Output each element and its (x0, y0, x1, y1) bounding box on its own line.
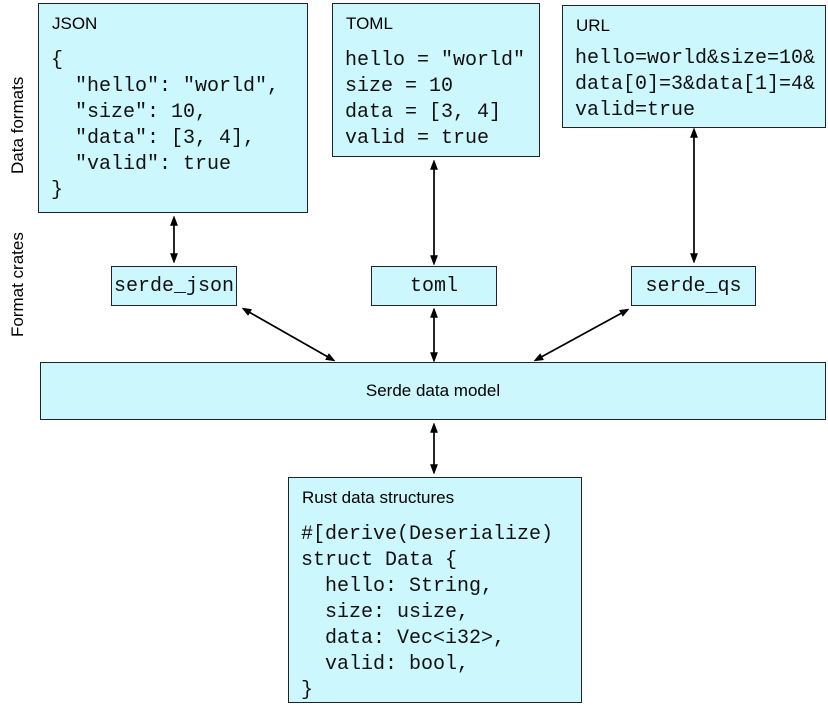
format-box-toml: TOML hello = "world" size = 10 data = [3… (332, 3, 540, 157)
arrow-model-rust (430, 422, 438, 475)
crate-toml-label: toml (409, 274, 458, 298)
toml-code-sample: hello = "world" size = 10 data = [3, 4] … (345, 49, 526, 150)
format-box-json: JSON { "hello": "world", "size": 10, "da… (38, 3, 308, 213)
crate-box-serde-qs: serde_qs (631, 266, 756, 306)
serde-data-model-label: Serde data model (365, 381, 501, 400)
arrow-serde-json-model (241, 307, 336, 362)
url-code-sample: hello=world&size=10& data[0]=3&data[1]=4… (575, 47, 816, 122)
arrow-toml-toml (430, 159, 438, 266)
side-label-data-formats: Data formats (8, 76, 27, 174)
rust-struct-box-title: Rust data structures (302, 488, 455, 507)
crate-serde-qs-label: serde_qs (645, 274, 742, 298)
rust-code-sample: #[derive(Deserialize) struct Data { hell… (301, 523, 554, 702)
arrow-json-serde-json (170, 215, 178, 264)
format-box-toml-title: TOML (346, 14, 393, 33)
serde-data-model-box: Serde data model (40, 362, 826, 420)
arrow-serde-qs-model (533, 308, 630, 362)
format-box-url-title: URL (576, 16, 611, 35)
crate-serde-json-label: serde_json (113, 274, 235, 298)
crate-box-toml: toml (371, 266, 497, 306)
side-label-format-crates: Format crates (8, 232, 27, 338)
json-code-sample: { "hello": "world", "size": 10, "data": … (51, 49, 280, 202)
format-box-json-title: JSON (52, 14, 98, 33)
arrow-toml-model (430, 307, 438, 363)
format-box-url: URL hello=world&size=10& data[0]=3&data[… (562, 5, 826, 128)
rust-struct-box: Rust data structures #[derive(Deserializ… (288, 477, 582, 703)
crate-box-serde-json: serde_json (111, 266, 237, 306)
arrow-url-serde-qs (690, 127, 698, 264)
